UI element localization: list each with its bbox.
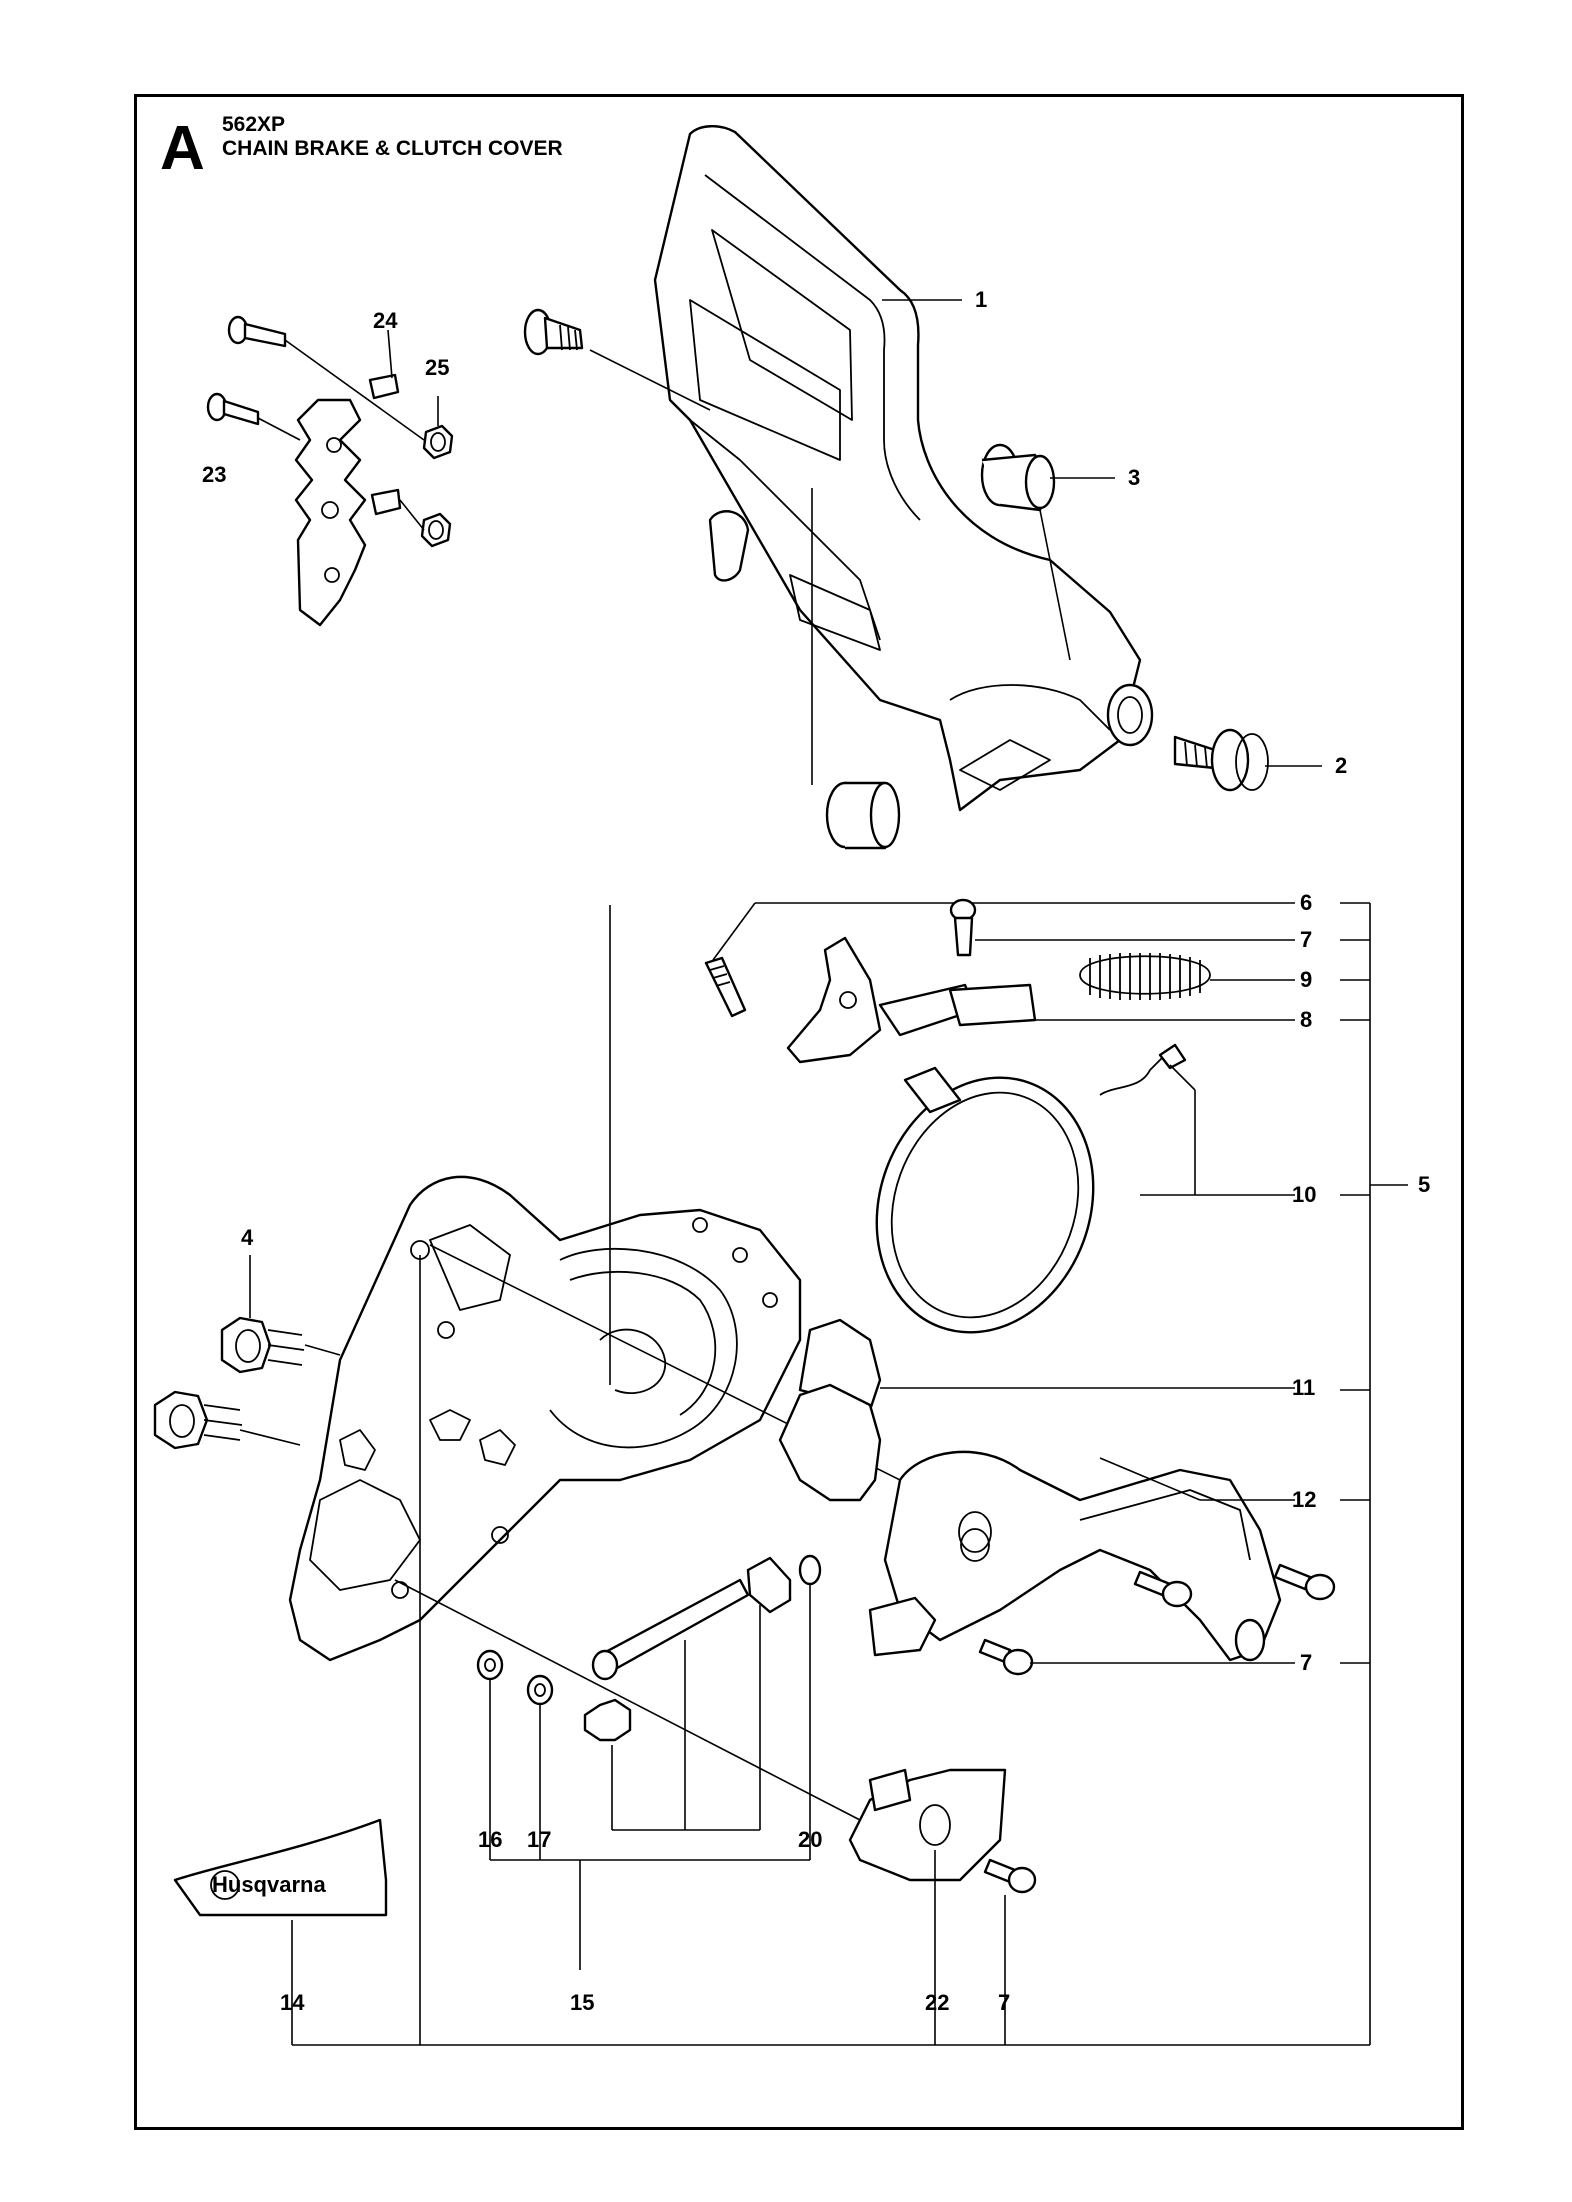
- husqvarna-crown-icon: [210, 1870, 240, 1900]
- callout-4: 4: [241, 1225, 254, 1250]
- bar-nut-lower: [153, 1390, 243, 1450]
- clutch-cover-body: [288, 1175, 802, 1662]
- clutch-cover-side: [868, 1450, 1282, 1662]
- tensioner-nut: [746, 1556, 792, 1614]
- callout-20: 20: [798, 1827, 822, 1852]
- spike-screw-upper: [227, 315, 287, 348]
- hand-guard-part: [653, 125, 1154, 812]
- spike-screw-lower: [206, 392, 260, 426]
- tensioner-bush: [798, 1554, 822, 1586]
- brake-lever-part: [786, 936, 1037, 1064]
- callout-3: 3: [1128, 465, 1140, 490]
- callout-15: 15: [570, 1990, 594, 2015]
- callout-6: 6: [1300, 890, 1312, 915]
- hand-guard-bolt: [523, 308, 584, 356]
- adjuster-knob: [583, 1698, 632, 1742]
- callout-7-lower: 7: [1300, 1650, 1312, 1675]
- callout-23: 23: [202, 462, 226, 487]
- catcher-screw: [983, 1858, 1037, 1894]
- callout-9: 9: [1300, 967, 1312, 992]
- spike-nut-upper: [422, 424, 454, 460]
- callout-7: 7: [1300, 927, 1312, 952]
- spike-nut-lower: [420, 512, 452, 548]
- callout-14: 14: [280, 1990, 305, 2015]
- lever-screw: [949, 898, 977, 957]
- husqvarna-crown-mark: [960, 1528, 990, 1562]
- washer-17: [526, 1674, 554, 1706]
- callout-11: 11: [1292, 1375, 1315, 1400]
- brake-spring: [1079, 953, 1211, 1000]
- callout-17: 17: [527, 1827, 551, 1852]
- callout-5: 5: [1418, 1172, 1430, 1197]
- section-letter: A: [160, 114, 205, 183]
- bumper-spike: [294, 373, 402, 627]
- model-number: 562XP: [222, 113, 286, 136]
- callout-2: 2: [1335, 753, 1347, 778]
- bushing-part: [980, 443, 1056, 512]
- callout-22: 22: [925, 1990, 949, 2015]
- washer-16: [476, 1649, 504, 1681]
- callout-8: 8: [1300, 1007, 1312, 1032]
- brake-pin: [704, 956, 747, 1018]
- bar-nut-upper: [220, 1316, 305, 1374]
- tensioner-screw: [591, 1578, 750, 1681]
- decal-logo-text: Husqvarna: [212, 1872, 326, 1897]
- diagram-frame: [134, 94, 1464, 2130]
- callout-24: 24: [373, 308, 398, 333]
- husqvarna-decal: Husqvarna: [173, 1818, 388, 1917]
- callout-10: 10: [1292, 1182, 1316, 1207]
- callout-12: 12: [1292, 1487, 1316, 1512]
- callout-7-bottom: 7: [998, 1990, 1010, 2015]
- callout-1: 1: [975, 287, 987, 312]
- cover-cap-part: [778, 1318, 882, 1502]
- shoulder-screw: [1173, 728, 1269, 792]
- page-title: CHAIN BRAKE & CLUTCH COVER: [222, 137, 563, 160]
- brake-band: [875, 1043, 1187, 1334]
- callout-16: 16: [478, 1827, 502, 1852]
- bushing-lower: [825, 781, 901, 850]
- callout-25: 25: [425, 355, 449, 380]
- cover-screw-a: [1133, 1570, 1193, 1608]
- chain-catcher-part: [848, 1768, 1007, 1882]
- cover-screw-b: [1273, 1563, 1336, 1601]
- cover-screw-c: [978, 1638, 1034, 1676]
